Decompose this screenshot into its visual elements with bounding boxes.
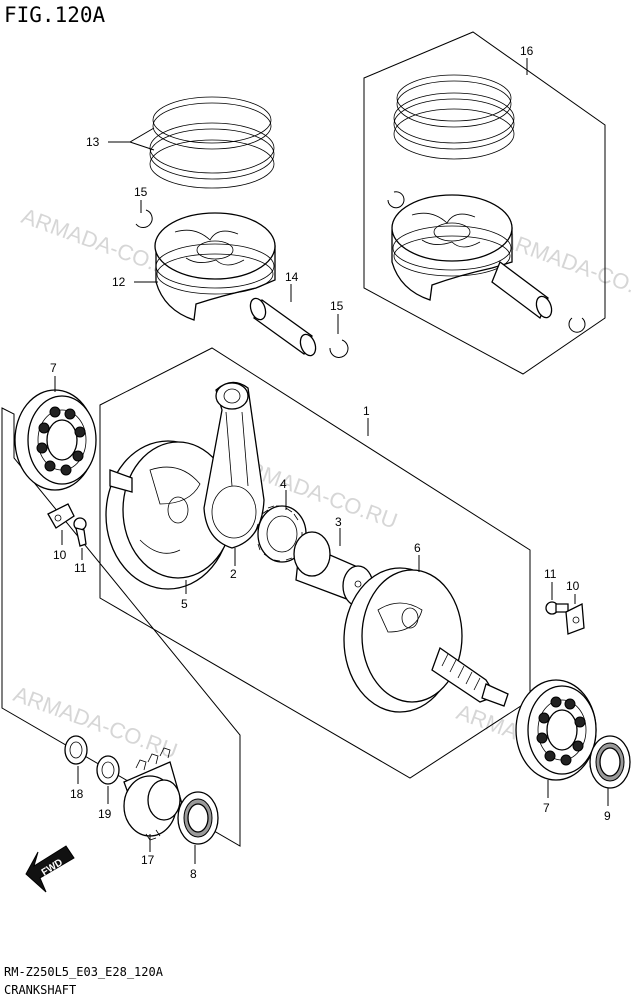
retainer-10-right[interactable] [565,594,585,635]
callout-15a[interactable]: 15 [134,185,148,199]
flywheel-6[interactable] [343,555,509,713]
piston-rings-13[interactable] [108,96,275,189]
screw-11-left[interactable] [73,517,87,560]
fwd-arrow-icon: FWD [25,845,75,893]
callout-12[interactable]: 12 [112,275,126,289]
piston-pin-clip-15-upper[interactable] [135,200,153,228]
callout-10b[interactable]: 10 [566,579,580,593]
footer-section: CRANKSHAFT [4,983,76,997]
callout-14[interactable]: 14 [285,270,299,284]
callout-18[interactable]: 18 [70,787,84,801]
callout-19[interactable]: 19 [98,807,112,821]
figure-title: FIG.120A [4,3,106,27]
washer-19[interactable] [96,755,120,804]
callout-3[interactable]: 3 [335,515,342,529]
footer-code: RM-Z250L5_E03_E28_120A [4,965,164,979]
callout-13[interactable]: 13 [86,135,100,149]
bearing-7-right[interactable] [515,679,597,798]
callout-6[interactable]: 6 [414,541,421,555]
callout-7b[interactable]: 7 [543,801,550,815]
piston-12[interactable] [134,212,276,321]
callout-2[interactable]: 2 [230,567,237,581]
bearing-7-left[interactable] [14,376,97,491]
callout-9[interactable]: 9 [604,809,611,823]
flywheel-5[interactable] [105,440,234,594]
callout-15b[interactable]: 15 [330,299,344,313]
piston-pin-14[interactable] [248,284,319,358]
group-outline-16 [363,31,606,375]
connecting-rod-2[interactable] [203,381,265,566]
callout-5[interactable]: 5 [181,597,188,611]
callout-11b[interactable]: 11 [544,567,557,581]
callout-8[interactable]: 8 [190,867,197,881]
callout-17[interactable]: 17 [141,853,155,867]
group-outline-left [1,407,241,847]
nut-18[interactable] [64,735,88,784]
callout-7a[interactable]: 7 [50,361,57,375]
drive-gear-17[interactable] [123,747,183,852]
screw-11-right[interactable] [545,582,569,615]
callout-1[interactable]: 1 [363,404,370,418]
callout-11a[interactable]: 11 [74,561,87,575]
crank-pin-3[interactable] [293,528,374,607]
piston-assembly-16[interactable] [363,31,606,375]
piston-pin-clip-15-lower[interactable] [329,314,349,358]
retainer-10-left[interactable] [47,503,75,545]
leader-13 [108,127,155,151]
callout-4[interactable]: 4 [280,477,287,491]
callout-16[interactable]: 16 [520,44,534,58]
oil-seal-9[interactable] [589,735,631,806]
oil-seal-8[interactable] [177,791,219,864]
callout-10a[interactable]: 10 [53,548,67,562]
watermark-4: ARMADA-CO.RU [10,681,181,763]
